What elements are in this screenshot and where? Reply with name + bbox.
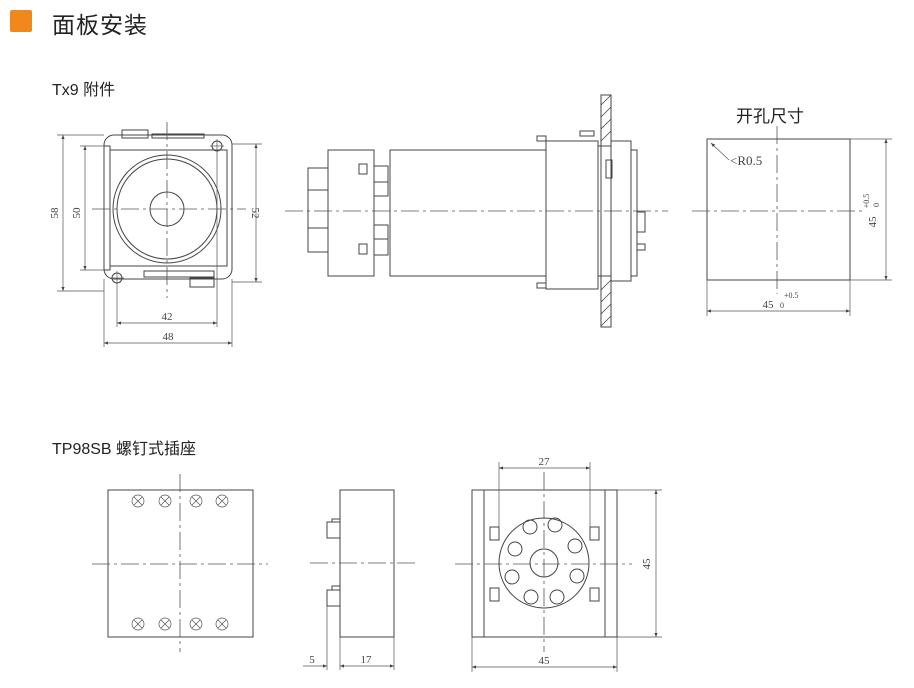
tp98sb-bottom-view: 27 45 45 bbox=[455, 456, 662, 672]
cutout-title: 开孔尺寸 bbox=[736, 107, 804, 127]
dim-50: 50 bbox=[71, 207, 83, 219]
dim-cutout-height: 45 bbox=[867, 216, 879, 228]
panel-cutout-drawing: 开孔尺寸 <R0.5 45 +0.5 0 45 +0.5 0 bbox=[692, 107, 892, 316]
section-marker-icon bbox=[10, 10, 32, 32]
dim-cutout-width: 45 bbox=[763, 299, 775, 311]
dim-52: 52 bbox=[249, 208, 261, 219]
screw-terminals bbox=[131, 494, 229, 631]
dim-cutout-height-tol-lower: 0 bbox=[872, 203, 881, 207]
dim-cutout-height-tol-upper: +0.5 bbox=[862, 194, 871, 209]
tx9-section-label: Tx9 附件 bbox=[52, 82, 116, 99]
page-title: 面板安装 bbox=[52, 12, 148, 38]
radius-label: <R0.5 bbox=[730, 153, 762, 168]
tx9-side-view bbox=[285, 94, 668, 328]
dim-socket-height: 45 bbox=[641, 558, 653, 570]
dim-42: 42 bbox=[162, 311, 173, 323]
dim-17: 17 bbox=[361, 654, 373, 666]
dim-48: 48 bbox=[163, 331, 175, 343]
tx9-front-view: 58 50 52 42 48 bbox=[49, 122, 262, 347]
dim-5: 5 bbox=[309, 654, 315, 666]
dim-cutout-width-tol-lower: 0 bbox=[780, 301, 784, 310]
dim-socket-width: 45 bbox=[539, 655, 551, 667]
dim-58: 58 bbox=[49, 207, 61, 219]
tp98sb-top-view bbox=[92, 474, 268, 652]
tp98sb-side-view: 5 17 bbox=[303, 489, 416, 670]
dim-27: 27 bbox=[539, 456, 551, 468]
tp98sb-section-label: TP98SB 螺钉式插座 bbox=[52, 441, 197, 458]
dim-cutout-width-tol-upper: +0.5 bbox=[784, 291, 799, 300]
